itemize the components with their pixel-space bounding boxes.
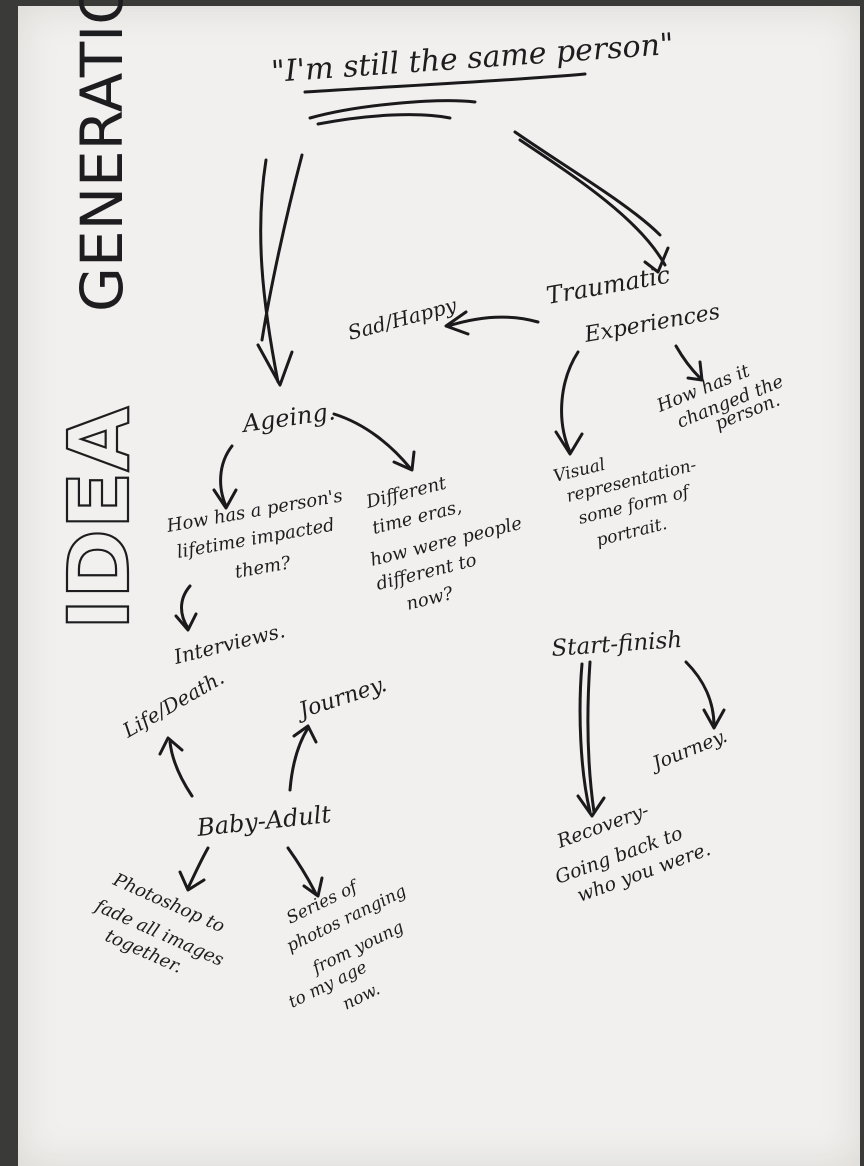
node-journey-right: Journey. bbox=[646, 725, 730, 776]
arrow-baby-to-lifedeath bbox=[168, 740, 194, 798]
arrow-baby-to-series bbox=[286, 846, 318, 896]
arrow-head bbox=[702, 708, 726, 730]
arrow-ageing-to-different bbox=[332, 412, 412, 470]
arrow-baby-to-journey bbox=[288, 726, 310, 792]
arrow-head bbox=[178, 870, 206, 892]
arrow-head bbox=[392, 450, 416, 472]
arrow-head bbox=[444, 310, 470, 336]
arrow-baby-to-photoshop bbox=[186, 846, 210, 890]
node-life-death: Life/Death. bbox=[118, 665, 228, 743]
arrow-head bbox=[302, 876, 324, 898]
arrow-start-to-recovery bbox=[578, 660, 596, 814]
central-underline bbox=[303, 72, 587, 126]
node-journey-left: Journey. bbox=[292, 672, 390, 725]
title-idea: IDEA bbox=[50, 407, 148, 630]
title-generation: GENERATION bbox=[68, 0, 136, 312]
node-ageing: Ageing. bbox=[239, 397, 337, 438]
notebook-page bbox=[18, 6, 860, 1166]
node-start-finish: Start-finish bbox=[551, 627, 683, 662]
node-baby-adult: Baby-Adult bbox=[195, 800, 333, 842]
arrow-head bbox=[158, 736, 184, 756]
node-traumatic-line1: Traumatic bbox=[544, 261, 672, 310]
arrow-central-to-traumatic bbox=[513, 130, 667, 267]
arrow-traumatic-to-sadhappy bbox=[446, 315, 540, 328]
arrow-traumatic-to-visual bbox=[560, 350, 580, 454]
arrow-central-to-ageing bbox=[259, 153, 304, 384]
node-lifetime-line3: them? bbox=[233, 552, 292, 583]
arrow-lifetime-to-interviews bbox=[180, 584, 192, 630]
arrow-head bbox=[292, 724, 318, 744]
arrow-head bbox=[256, 343, 294, 387]
arrow-start-to-journey bbox=[684, 660, 716, 728]
arrow-head bbox=[174, 612, 198, 632]
arrow-head bbox=[643, 246, 670, 274]
arrow-head bbox=[576, 794, 606, 818]
title-vertical: IDEA GENERATION bbox=[49, 0, 149, 631]
node-traumatic-line2: Experiences bbox=[582, 300, 722, 349]
arrow-ageing-to-lifetime bbox=[219, 444, 234, 508]
node-different-line5: now? bbox=[404, 583, 455, 615]
node-sad-happy: Sad/Happy bbox=[345, 293, 460, 345]
arrow-head bbox=[686, 360, 704, 382]
arrow-head bbox=[554, 430, 584, 456]
arrow-head bbox=[212, 488, 238, 510]
arrow-traumatic-to-changed bbox=[674, 344, 702, 380]
